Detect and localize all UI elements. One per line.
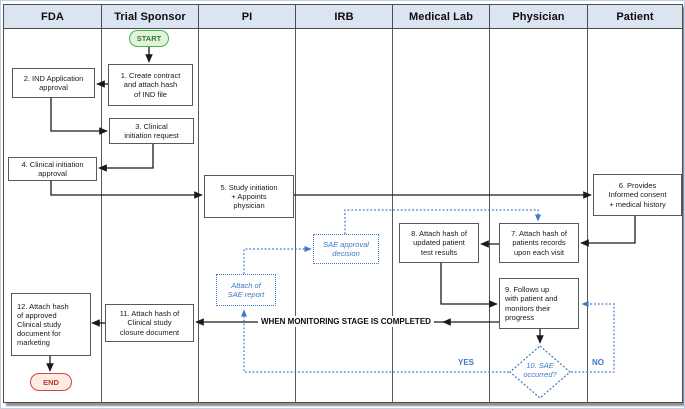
sae-decision-diamond bbox=[509, 345, 571, 399]
process-node-1: 1. Create contract and attach hash of IN… bbox=[108, 64, 193, 106]
lane-divider bbox=[198, 28, 200, 403]
black-connectors bbox=[46, 47, 636, 372]
connector-8-to-9 bbox=[440, 263, 498, 308]
lane-header-fda: FDA bbox=[3, 4, 102, 29]
process-node-3: 3. Clinical initiation request bbox=[109, 118, 194, 144]
process-node-2: 2. IND Application approval bbox=[12, 68, 95, 98]
process-node-9: 9. Follows up with patient and monitors … bbox=[499, 278, 579, 329]
end-node: END bbox=[30, 373, 72, 391]
lane-header-physician: Physician bbox=[489, 4, 588, 29]
yes-label: YES bbox=[458, 358, 475, 367]
lane-header-medical-lab: Medical Lab bbox=[392, 4, 490, 29]
lane-header-irb: IRB bbox=[295, 4, 393, 29]
sae-report-note: Attach of SAE report bbox=[216, 274, 276, 306]
lane-divider bbox=[489, 28, 491, 403]
sae-connectors bbox=[240, 209, 615, 373]
no-label: NO bbox=[592, 358, 604, 367]
connector-3-to-4 bbox=[98, 144, 154, 172]
lane-header-patient: Patient bbox=[587, 4, 683, 29]
process-node-12: 12. Attach hash of approved Clinical stu… bbox=[11, 293, 91, 356]
lane-divider bbox=[392, 28, 394, 403]
start-node: START bbox=[129, 30, 169, 47]
connector-6-to-7 bbox=[580, 216, 636, 247]
lane-divider bbox=[587, 28, 589, 403]
connector-4-to-5 bbox=[50, 181, 203, 199]
process-node-5: 5. Study initiation + Appoints physician bbox=[204, 175, 294, 218]
connector-yes-to-sae-report bbox=[240, 309, 509, 373]
connector-no-to-9 bbox=[571, 300, 615, 373]
monitoring-stage-label: WHEN MONITORING STAGE IS COMPLETED bbox=[258, 316, 434, 327]
connector-2-to-3 bbox=[50, 98, 108, 135]
lane-divider bbox=[101, 28, 103, 403]
process-node-4: 4. Clinical initiation approval bbox=[8, 157, 97, 181]
connector-sae-report-to-sae-approval bbox=[243, 245, 312, 274]
sae-decision-diamond-label: 10. SAE occurred? bbox=[523, 361, 557, 380]
process-node-6: 6. Provides Informed consent + medical h… bbox=[593, 174, 682, 216]
process-node-8: 8. Attach hash of updated patient test r… bbox=[399, 223, 479, 263]
process-node-11: 11. Attach hash of Clinical study closur… bbox=[105, 304, 194, 342]
lane-header-trial-sponsor: Trial Sponsor bbox=[101, 4, 199, 29]
process-node-7: 7. Attach hash of patients records upon … bbox=[499, 223, 579, 263]
lane-header-pi: PI bbox=[198, 4, 296, 29]
sae-approval-note: SAE approval decision bbox=[313, 234, 379, 264]
lane-divider bbox=[295, 28, 297, 403]
connector-sae-approval-to-7 bbox=[344, 209, 542, 234]
